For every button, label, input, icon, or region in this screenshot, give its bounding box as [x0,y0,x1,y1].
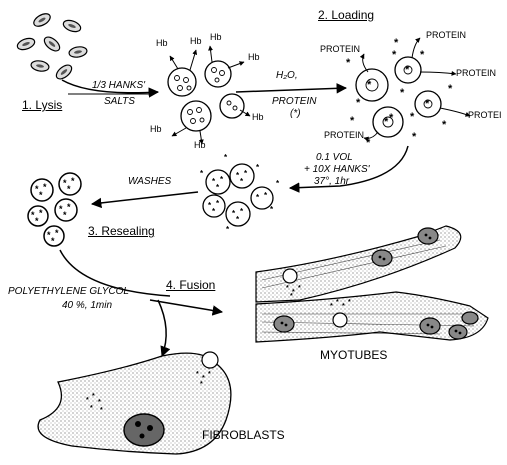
water-label: H₂O, [276,70,298,81]
svg-text:*: * [224,153,228,162]
svg-text:*: * [350,115,355,127]
loading-ghosts [356,57,441,137]
vol-label-2: + 10X HANKS' [304,164,370,175]
protein-mark: (*) [290,108,301,119]
svg-text:*: * [400,87,405,99]
svg-text:*: * [226,225,230,234]
svg-text:*: * [356,97,361,109]
svg-text:*: * [389,112,394,124]
hanks-label-2: SALTS [104,96,135,107]
hb-label-7: Hb [194,140,206,150]
svg-text:*: * [35,216,39,226]
protein-condition: PROTEIN [272,96,316,107]
protein-tag-4: PROTEI [468,110,502,120]
svg-text:*: * [298,285,301,292]
fibroblast-nucleus [124,414,164,446]
hb-label-3: Hb [210,32,222,42]
hb-label-6: Hb [252,112,264,122]
svg-text:*: * [92,393,95,400]
myotubes-label: MYOTUBES [320,348,387,362]
svg-text:*: * [346,57,351,69]
step-lysis: 1. Lysis [22,98,62,112]
step-loading: 2. Loading [318,8,374,22]
svg-text:*: * [405,64,410,76]
protein-tag-5: PROTEIN [324,130,364,140]
svg-text:*: * [410,111,415,123]
svg-text:*: * [67,202,71,212]
lysed-ghosts [168,61,244,131]
svg-text:*: * [196,371,199,378]
hb-label-4: Hb [248,52,260,62]
svg-text:*: * [412,131,417,143]
svg-text:*: * [63,210,67,220]
svg-text:*: * [342,303,345,310]
svg-text:*: * [67,184,71,194]
svg-text:*: * [348,299,351,306]
svg-text:*: * [39,208,43,218]
svg-text:*: * [442,119,447,131]
svg-text:*: * [90,405,93,412]
hb-label-5: Hb [150,124,162,134]
svg-text:*: * [71,176,75,186]
svg-text:*: * [55,228,59,238]
svg-text:*: * [448,83,453,95]
svg-text:*: * [100,407,103,414]
step-fusion: 4. Fusion [166,278,215,292]
svg-text:*: * [86,397,89,404]
svg-text:*: * [394,37,399,49]
svg-text:*: * [39,190,43,200]
hanks-label-1: 1/3 HANKS' [92,80,145,91]
svg-text:*: * [286,285,289,292]
svg-text:*: * [330,303,333,310]
svg-text:*: * [270,205,274,214]
hb-label-2: Hb [190,36,202,46]
svg-text:*: * [392,49,397,61]
svg-text:*: * [200,169,204,178]
svg-text:*: * [276,179,280,188]
svg-text:*: * [200,381,203,388]
svg-text:*: * [336,299,339,306]
step-resealing: 3. Resealing [88,224,155,238]
temp-label: 37°, 1hr [314,176,349,187]
fibroblasts-label: FIBROBLASTS [202,428,285,442]
svg-text:*: * [290,293,293,300]
svg-text:*: * [367,79,372,91]
loading-arrow [236,88,346,92]
protein-tag-2: PROTEIN [426,30,466,40]
peg-label-1: POLYETHYLENE GLYCOL [8,286,129,297]
red-blood-cells [16,11,88,81]
fibroblast-arrow [158,300,166,356]
svg-text:*: * [51,236,55,246]
vol-label-1: 0.1 VOL [316,152,353,163]
peg-label-2: 40 %, 1min [62,300,112,311]
svg-text:*: * [98,399,101,406]
fibroblast-carrier [202,352,218,368]
protein-tag-3: PROTEIN [456,68,496,78]
hb-label-1: Hb [156,38,168,48]
washes-label: WASHES [128,176,171,187]
svg-text:*: * [366,137,371,149]
svg-text:*: * [425,98,430,110]
svg-text:*: * [208,371,211,378]
svg-text:*: * [43,182,47,192]
svg-text:*: * [256,163,260,172]
washes-arrow [92,192,198,204]
svg-text:*: * [420,49,425,61]
protein-tag-1: PROTEIN [320,44,360,54]
